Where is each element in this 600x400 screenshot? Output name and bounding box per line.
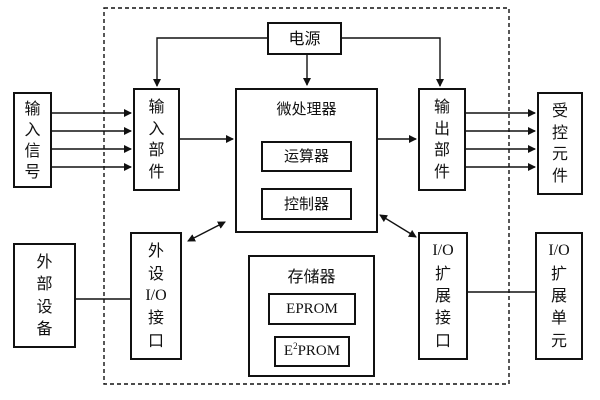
cpu-peripheral-io-arrow [187, 221, 226, 242]
microprocessor-box: 微处理器 运算器 控制器 [235, 88, 378, 233]
io-expansion-unit-label: I/O 扩 展 单 元 [548, 242, 570, 350]
memory-title: 存储器 [287, 267, 336, 286]
cpu-io-expansion-arrow [379, 214, 417, 238]
alu-box: 运算器 [261, 141, 352, 172]
io-expansion-port-label: I/O 扩 展 接 口 [432, 242, 454, 350]
microprocessor-title: 微处理器 [276, 100, 337, 118]
power-to-output-line [342, 37, 444, 87]
input-signal-box: 输 入 信 号 [13, 92, 52, 188]
input-unit-label: 输 入 部 件 [148, 96, 165, 182]
output-unit-label: 输 出 部 件 [433, 96, 450, 182]
external-device-box: 外 部 设 备 [13, 243, 76, 348]
io-expansion-port-box: I/O 扩 展 接 口 [418, 232, 468, 360]
input-unit-box: 输 入 部 件 [133, 88, 180, 191]
io-expansion-unit-box: I/O 扩 展 单 元 [535, 232, 583, 360]
memory-box: 存储器 EPROM E2PROM [248, 255, 375, 377]
power-to-input-line [153, 37, 267, 87]
controlled-element-label: 受 控 元 件 [551, 100, 568, 186]
eprom-box: EPROM [268, 293, 356, 325]
controller-box: 控制器 [261, 188, 352, 220]
e2prom-label: E2PROM [283, 341, 341, 360]
external-device-label: 外 部 设 备 [36, 252, 53, 338]
e2prom-box: E2PROM [274, 336, 350, 367]
input-signal-label: 输 入 信 号 [24, 98, 41, 181]
peripheral-io-port-label: 外 设 I/O 接 口 [145, 241, 167, 350]
output-unit-box: 输 出 部 件 [418, 88, 466, 191]
power-supply-box: 电源 [267, 22, 342, 55]
peripheral-io-port-box: 外 设 I/O 接 口 [130, 232, 182, 360]
controller-label: 控制器 [283, 195, 329, 213]
power-supply-label: 电源 [288, 29, 321, 48]
eprom-label: EPROM [286, 301, 338, 317]
alu-label: 运算器 [283, 147, 329, 165]
dashed-enclosure [103, 7, 510, 385]
controlled-element-box: 受 控 元 件 [537, 92, 583, 195]
